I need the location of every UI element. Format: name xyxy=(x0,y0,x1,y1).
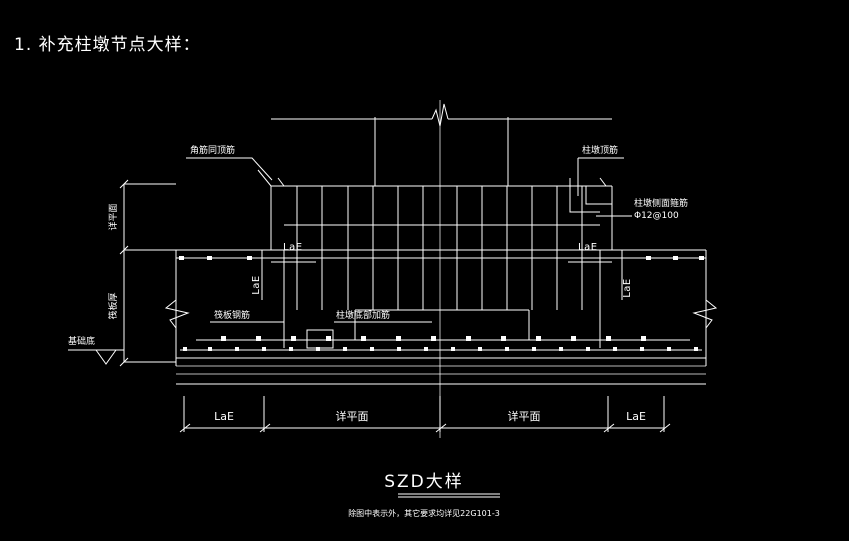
bottom-dim-label-2: 详平面 xyxy=(508,409,541,423)
annotation-pier-bottom-bar-label: 柱墩底部加筋 xyxy=(336,309,390,321)
lae-left-horizontal: LaE xyxy=(271,242,316,263)
pier-outline xyxy=(257,169,613,250)
page-title: 1. 补充柱墩节点大样： xyxy=(14,35,201,55)
lae-right-vertical: LaE xyxy=(621,250,633,300)
lae-right-horizontal-label: LaE xyxy=(578,242,598,253)
drawing-title-block: SZD大样 除图中表示外，其它要求均详见22G101-3 xyxy=(348,472,500,518)
label-foundation-bottom: 基础底 xyxy=(68,335,95,347)
raft-slab xyxy=(175,249,707,385)
raft-rebar-row-upper xyxy=(196,336,690,341)
annotation-pier-side-stirrup-spec: Φ12@100 xyxy=(634,211,679,221)
lae-left-horizontal-label: LaE xyxy=(283,242,303,253)
bottom-dim-label-1: 详平面 xyxy=(336,409,369,423)
break-symbol-right xyxy=(692,299,718,329)
break-symbol-left xyxy=(164,299,190,329)
pier-stirrup-grid xyxy=(284,186,600,310)
annotation-corner-bar-label: 角筋同顶筋 xyxy=(190,144,235,156)
bottom-dimension-line: LaE 详平面 详平面 LaE xyxy=(179,396,671,433)
annotation-raft-rebar: 筏板钢筋 xyxy=(210,309,284,323)
vlabel-detail-plan: 详平面 xyxy=(107,203,119,230)
bottom-dim-label-3: LaE xyxy=(626,410,646,423)
annotation-corner-bar: 角筋同顶筋 xyxy=(186,144,273,181)
annotation-pier-top-bar-label: 柱墩顶筋 xyxy=(582,144,618,156)
slab-top-rebar-marks xyxy=(179,256,704,260)
annotation-raft-rebar-label: 筏板钢筋 xyxy=(214,309,250,321)
annotation-pier-side-stirrup-label: 柱墩侧面箍筋 xyxy=(634,197,688,209)
drawing-note: 除图中表示外，其它要求均详见22G101-3 xyxy=(348,508,500,518)
bottom-dim-label-0: LaE xyxy=(214,410,234,423)
lae-right-horizontal: LaE xyxy=(568,242,612,263)
annotation-pier-side-stirrup: 柱墩侧面箍筋 Φ12@100 xyxy=(596,197,688,221)
foundation-bottom-level-marker: 基础底 xyxy=(68,335,124,365)
drawing-title: SZD大样 xyxy=(384,472,464,492)
vlabel-raft-thickness: 筏板厚 xyxy=(107,292,119,319)
lae-left-vertical-label: LaE xyxy=(251,275,262,295)
lae-left-vertical: LaE xyxy=(251,250,263,300)
column-stem xyxy=(271,103,612,186)
annotation-pier-bottom-bar: 柱墩底部加筋 xyxy=(334,309,432,323)
annotation-pier-top-bar: 柱墩顶筋 xyxy=(569,144,624,213)
pier-bottom-region xyxy=(283,250,601,349)
raft-rebar-row-lower xyxy=(180,347,702,351)
lae-right-vertical-label: LaE xyxy=(622,278,633,298)
left-dimension-chain: 详平面 筏板厚 xyxy=(107,179,176,367)
